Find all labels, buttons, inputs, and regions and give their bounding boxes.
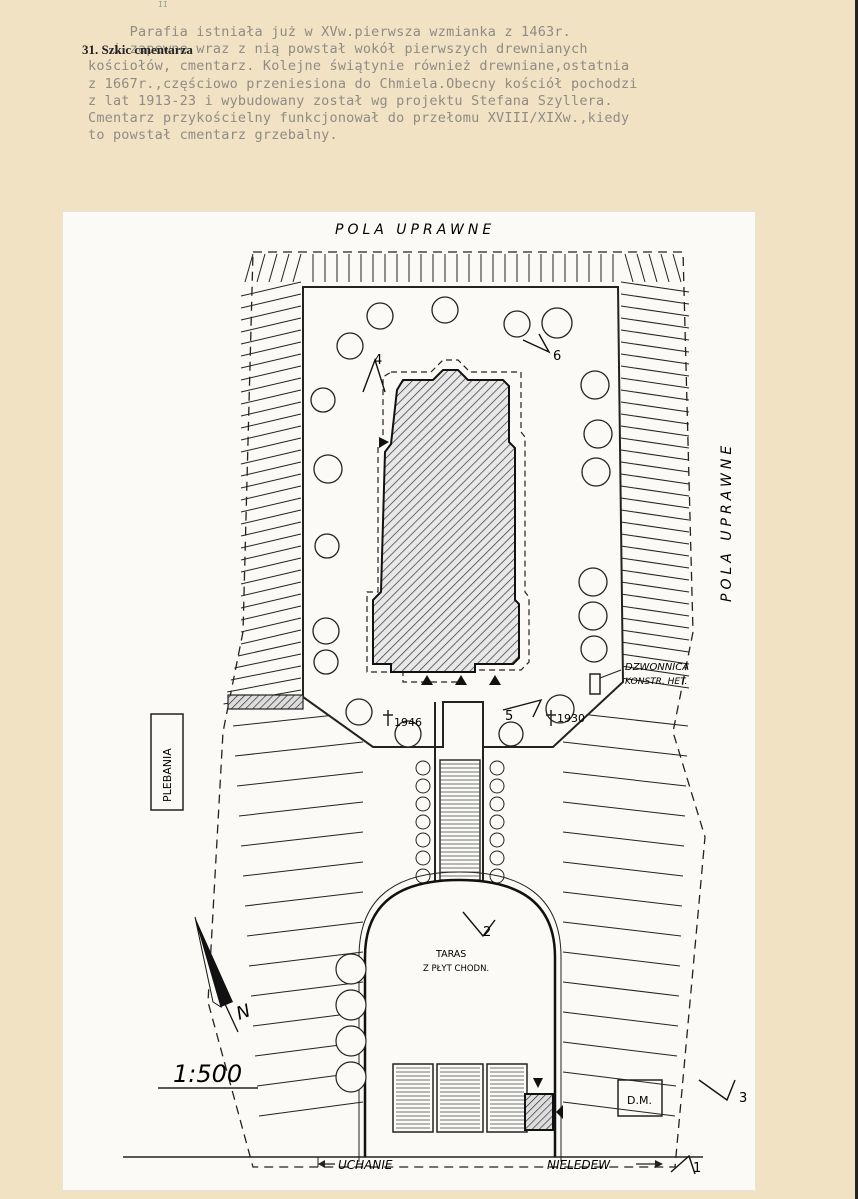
gate	[227, 694, 304, 710]
typed-line: to powstał cmentarz grzebalny.	[88, 127, 338, 144]
presbytery-label: PLEBANIA	[161, 748, 174, 802]
viewpoint-3: 3	[739, 1091, 747, 1106]
terrace-outline	[358, 871, 562, 1162]
church-outline	[366, 359, 530, 683]
cemetery-plan: 1946 1930 DZWONNICA KONSTR. HET. PLEBANI…	[123, 222, 747, 1176]
viewpoint-2: 2	[483, 925, 491, 940]
viewpoint-4: 4	[374, 353, 382, 368]
fields-top-label: POLA UPRAWNE	[335, 222, 495, 238]
grave-1946-label: 1946	[394, 716, 422, 729]
viewpoint-1: 1	[693, 1161, 701, 1176]
typed-line: Cmentarz przykościelny funkcjonował do p…	[88, 110, 630, 127]
house-label: D.M.	[627, 1094, 652, 1107]
section-heading: 31. Szkic cmentarza	[82, 42, 193, 57]
presbytery-building	[150, 713, 184, 811]
north-label: N	[234, 1000, 254, 1024]
trees	[310, 296, 613, 748]
typed-line: z lat 1913-23 i wybudowany został wg pro…	[88, 92, 613, 109]
plan-sheet: 1946 1930 DZWONNICA KONSTR. HET. PLEBANI…	[63, 212, 755, 1190]
stairs-upper	[439, 759, 481, 881]
terrace-label: TARAS	[435, 949, 466, 960]
terrace-material-label: Z PŁYT CHODN.	[423, 964, 489, 974]
typed-description: Parafia istniała już w XVw.pierwsza wzmi…	[88, 24, 808, 144]
typed-line: i zapewne wraz z nią powstał wokół pierw…	[88, 41, 588, 58]
grave-crosses	[383, 710, 556, 726]
page-mark: II	[158, 0, 168, 9]
church-building	[372, 369, 520, 673]
road-label-nieledew: NIELEDEW	[547, 1158, 611, 1172]
typed-line: Parafia istniała już w XVw.pierwsza wzmi…	[88, 24, 572, 40]
typed-line: z 1667r.,częściowo przeniesiona do Chmie…	[88, 75, 638, 92]
page-edge	[855, 0, 858, 1199]
grave-1930-label: 1930	[557, 712, 585, 725]
belfry-label: DZWONNICA	[625, 662, 689, 673]
belfry	[589, 673, 601, 695]
house	[617, 1079, 663, 1117]
north-arrow	[194, 916, 239, 1033]
viewpoint-markers	[362, 333, 736, 1175]
road-label-uchanie: UCHANIE	[338, 1158, 393, 1172]
chapel	[524, 1093, 554, 1131]
typed-line: kościołów, cmentarz. Kolejne świątynie r…	[88, 58, 630, 75]
tree-rows	[415, 760, 505, 884]
viewpoint-5: 5	[505, 709, 513, 724]
viewpoint-6: 6	[553, 349, 561, 364]
terrace-wall	[363, 878, 557, 1157]
scale-label: 1:500	[173, 1060, 242, 1088]
stairs-lower	[392, 1063, 528, 1133]
belfry-construction-label: KONSTR. HET.	[625, 677, 687, 687]
fields-right-label: POLA UPRAWNE	[719, 442, 735, 602]
church-entrances	[379, 437, 501, 685]
